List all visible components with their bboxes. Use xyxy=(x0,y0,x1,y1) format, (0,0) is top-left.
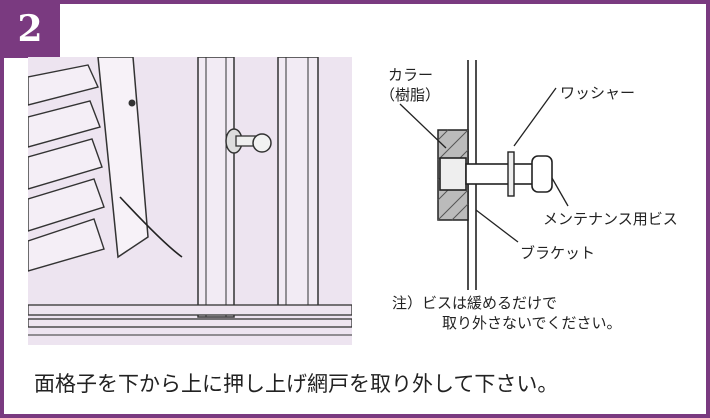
screw-cross-section xyxy=(399,60,569,290)
caution-note: 注）ビスは緩めるだけで 取り外さないでください。 xyxy=(392,293,622,333)
collar-label: カラー xyxy=(388,66,434,84)
washer-label: ワッシャー xyxy=(560,84,636,102)
screw-detail-diagram xyxy=(360,60,700,290)
bracket-label: ブラケット xyxy=(520,244,596,262)
instruction-caption: 面格子を下から上に押し上げ網戸を取り外して下さい。 xyxy=(34,372,559,396)
installation-illustration xyxy=(28,57,352,345)
step-number-badge: 2 xyxy=(0,0,60,58)
caution-note-line1: 注）ビスは緩めるだけで xyxy=(392,294,558,312)
caution-note-line2: 取り外さないでください。 xyxy=(442,314,622,332)
louver-frame-drawing xyxy=(28,57,352,336)
collar-material-label: （樹脂） xyxy=(380,86,441,104)
maintenance-screw-label: メンテナンス用ビス xyxy=(543,210,678,228)
